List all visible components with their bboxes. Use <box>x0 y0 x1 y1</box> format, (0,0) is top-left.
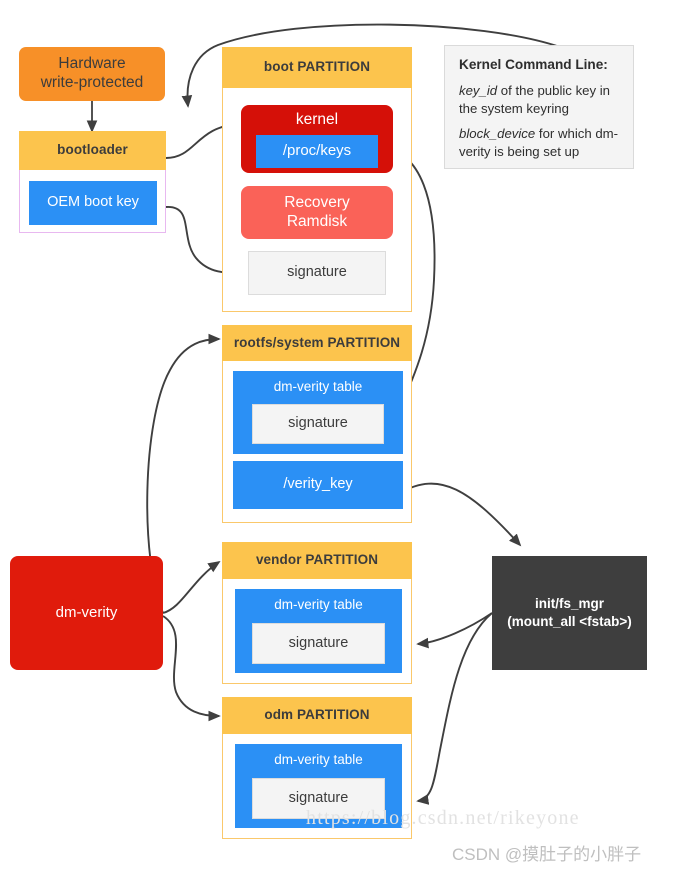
odm-partition-group: odm PARTITION dm-verity table signature <box>222 697 412 839</box>
boot-partition-header: boot PARTITION <box>222 47 412 88</box>
vendor-signature-label: signature <box>288 634 349 651</box>
hardware-write-protected-box: Hardware write-protected <box>19 47 165 101</box>
kernel-label: kernel <box>295 111 339 128</box>
proc-keys-box: /proc/keys <box>256 135 378 168</box>
oem-boot-key-box: OEM boot key <box>29 181 157 225</box>
verity-key-box: /verity_key <box>233 461 403 509</box>
recovery-ramdisk-line2: Ramdisk <box>286 212 348 230</box>
odm-signature-box: signature <box>252 778 385 819</box>
vendor-signature-box: signature <box>252 623 385 664</box>
edge-verity-key-to-init-fs-mgr <box>399 482 522 547</box>
odm-partition-header: odm PARTITION <box>222 697 412 734</box>
rootfs-partition-label: rootfs/system PARTITION <box>233 334 401 350</box>
kernel-command-line-note: Kernel Command Line: key_id of the publi… <box>444 45 634 169</box>
rootfs-dm-verity-table-label: dm-verity table <box>273 379 363 394</box>
boot-partition-group: boot PARTITION kernel /proc/keys Recover… <box>222 47 412 312</box>
dm-verity-label: dm-verity <box>55 603 118 621</box>
block-device-rest: for which dm-verity is being set up <box>459 126 619 159</box>
block-device-emphasis: block_device <box>459 126 536 142</box>
kernel-command-line-item-1: key_id of the public key in the system k… <box>459 82 621 117</box>
verity-key-label: /verity_key <box>283 476 353 493</box>
oem-boot-key-label: OEM boot key <box>47 194 139 211</box>
init-fs-mgr-line1: init/fs_mgr <box>534 595 604 611</box>
vendor-dm-verity-table: dm-verity table signature <box>235 589 402 673</box>
edge-dm-verity-to-vendor <box>162 560 221 614</box>
watermark-csdn: CSDN @摸肚子的小胖子 <box>452 845 642 864</box>
hardware-label-line1: Hardware <box>58 55 126 73</box>
bootloader-group: bootloader OEM boot key <box>19 131 166 233</box>
proc-keys-label: /proc/keys <box>282 142 352 160</box>
kernel-box: kernel /proc/keys <box>241 105 393 173</box>
rootfs-signature-label: signature <box>288 415 348 432</box>
bootloader-label: bootloader <box>57 142 128 158</box>
edge-init-fs-mgr-to-odm-signature <box>416 612 493 805</box>
recovery-ramdisk-box: Recovery Ramdisk <box>241 186 393 239</box>
odm-dm-verity-table-label: dm-verity table <box>274 752 363 767</box>
recovery-ramdisk-line1: Recovery <box>284 193 350 211</box>
init-fs-mgr-box: init/fs_mgr (mount_all <fstab>) <box>492 556 647 670</box>
init-fs-mgr-line2: (mount_all <fstab>) <box>507 614 632 629</box>
rootfs-dm-verity-table: dm-verity table signature <box>233 371 403 454</box>
edge-dm-verity-to-odm <box>162 615 221 722</box>
kernel-command-line-item-2: block_device for which dm-verity is bein… <box>459 125 621 160</box>
hardware-label-line2: write-protected <box>40 74 144 91</box>
key-id-emphasis: key_id <box>459 83 498 99</box>
edge-init-fs-mgr-to-vendor-signature <box>416 612 493 649</box>
rootfs-partition-header: rootfs/system PARTITION <box>222 325 412 361</box>
boot-signature-label: signature <box>287 264 347 281</box>
vendor-partition-group: vendor PARTITION dm-verity table signatu… <box>222 542 412 684</box>
key-id-rest: of the public key in the system keyring <box>459 83 611 116</box>
kernel-command-line-title: Kernel Command Line: <box>459 57 608 72</box>
rootfs-partition-group: rootfs/system PARTITION dm-verity table … <box>222 325 412 523</box>
bootloader-header: bootloader <box>19 131 166 170</box>
odm-partition-label: odm PARTITION <box>264 707 370 723</box>
dm-verity-box: dm-verity <box>10 556 163 670</box>
vendor-dm-verity-table-label: dm-verity table <box>274 597 363 612</box>
odm-dm-verity-table: dm-verity table signature <box>235 744 402 828</box>
boot-partition-label: boot PARTITION <box>263 59 371 75</box>
vendor-partition-header: vendor PARTITION <box>222 542 412 579</box>
rootfs-signature-box: signature <box>252 404 384 444</box>
boot-signature-box: signature <box>248 251 386 295</box>
odm-signature-label: signature <box>288 789 349 806</box>
vendor-partition-label: vendor PARTITION <box>255 552 379 568</box>
watermark-url: https://blog.csdn.net/rikeyone <box>306 807 580 829</box>
